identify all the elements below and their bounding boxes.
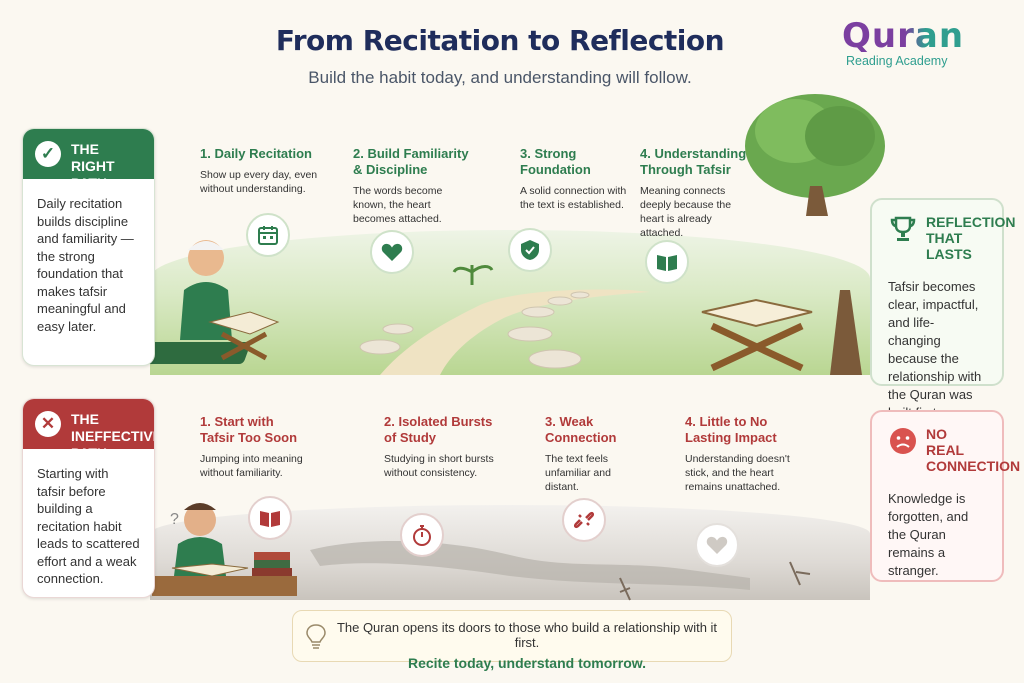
right-step-1-desc: Show up every day, even without understa… bbox=[200, 169, 318, 195]
wrong-step-3: 3. Weak Connection The text feels unfami… bbox=[545, 414, 645, 494]
right-path-description: Daily recitation builds discipline and f… bbox=[37, 196, 134, 334]
reading-boy-illustration bbox=[140, 240, 280, 364]
wrong-step-3-desc: The text feels unfamiliar and distant. bbox=[545, 453, 611, 493]
ineffective-path-description: Starting with tafsir before building a r… bbox=[37, 466, 140, 586]
right-step-3-desc: A solid connection with the text is esta… bbox=[520, 185, 627, 211]
reflection-outcome-text: REFLECTION THAT LASTS bbox=[926, 214, 1016, 262]
reflection-outcome-card: REFLECTION THAT LASTS Tafsir becomes cle… bbox=[870, 198, 1015, 420]
right-step-1-title: 1. Daily Recitation bbox=[200, 146, 312, 161]
footer-message: The Quran opens its doors to those who b… bbox=[336, 620, 718, 650]
wrong-step-4: 4. Little to No Lasting Impact Understan… bbox=[685, 414, 795, 494]
checkmark-icon: ✓ bbox=[35, 141, 61, 167]
shield-icon bbox=[508, 228, 552, 272]
book-icon bbox=[248, 496, 292, 540]
faded-heart-icon bbox=[695, 523, 739, 567]
broken-link-icon bbox=[562, 498, 606, 542]
ineffective-path-header: ✕ THE INEFFECTIVE PATH bbox=[23, 399, 154, 461]
right-step-4: 4. Understanding Through Tafsir Meaning … bbox=[640, 146, 750, 240]
svg-text:?: ? bbox=[170, 511, 179, 528]
wrong-step-1-desc: Jumping into meaning without familiarity… bbox=[200, 453, 303, 479]
wrong-step-1-title: 1. Start with Tafsir Too Soon bbox=[200, 414, 298, 445]
right-step-4-desc: Meaning connects deeply because the hear… bbox=[640, 185, 732, 239]
right-path-header: ✓ THE RIGHT PATH bbox=[23, 129, 154, 191]
footer-banner: The Quran opens its doors to those who b… bbox=[292, 610, 732, 671]
no-connection-outcome-text: NO REAL CONNECTION bbox=[926, 426, 1021, 474]
footer-tagline: Recite today, understand tomorrow. bbox=[407, 655, 647, 671]
reflection-outcome-title: REFLECTION THAT LASTS bbox=[888, 214, 1015, 262]
logo: Quran Reading Academy bbox=[842, 18, 982, 68]
right-step-2-desc: The words become known, the heart become… bbox=[353, 185, 443, 225]
wrong-step-4-title: 4. Little to No Lasting Impact bbox=[685, 414, 777, 445]
no-connection-outcome-title: NO REAL CONNECTION bbox=[888, 426, 1020, 474]
confused-boy-illustration: ? bbox=[152, 503, 297, 596]
right-path-card: ✓ THE RIGHT PATH Daily recitation builds… bbox=[22, 128, 155, 366]
heart-icon bbox=[370, 230, 414, 274]
wrong-step-4-desc: Understanding doesn't stick, and the hea… bbox=[685, 453, 790, 493]
right-step-1: 1. Daily Recitation Show up every day, e… bbox=[200, 146, 320, 196]
right-path-illustration bbox=[359, 265, 862, 375]
right-path-label: THE RIGHT PATH bbox=[71, 141, 115, 191]
quran-stand-illustration bbox=[701, 298, 813, 372]
lightbulb-icon bbox=[306, 624, 326, 649]
page-subtitle: Build the habit today, and understanding… bbox=[308, 68, 692, 87]
right-step-3: 3. Strong Foundation A solid connection … bbox=[520, 146, 630, 212]
no-connection-outcome-body: Knowledge is forgotten, and the Quran re… bbox=[888, 491, 969, 578]
wrong-step-2-desc: Studying in short bursts without consist… bbox=[384, 453, 494, 479]
wrong-step-2-title: 2. Isolated Bursts of Study bbox=[384, 414, 493, 445]
book-icon bbox=[645, 240, 689, 284]
wrong-step-3-title: 3. Weak Connection bbox=[545, 414, 617, 445]
ineffective-path-label: THE INEFFECTIVE PATH bbox=[71, 411, 155, 461]
reflection-outcome-body: Tafsir becomes clear, impactful, and lif… bbox=[888, 279, 982, 420]
no-connection-outcome-card: NO REAL CONNECTION Knowledge is forgotte… bbox=[870, 410, 1020, 582]
right-step-3-title: 3. Strong Foundation bbox=[520, 146, 591, 177]
ineffective-path-card: ✕ THE INEFFECTIVE PATH Starting with taf… bbox=[22, 398, 155, 598]
wrong-step-1: 1. Start with Tafsir Too Soon Jumping in… bbox=[200, 414, 310, 480]
cross-icon: ✕ bbox=[35, 411, 61, 437]
stopwatch-icon bbox=[400, 513, 444, 557]
wrong-step-2: 2. Isolated Bursts of Study Studying in … bbox=[384, 414, 494, 480]
sad-face-icon bbox=[890, 428, 916, 454]
right-step-2-title: 2. Build Familiarity & Discipline bbox=[353, 146, 469, 177]
trophy-icon bbox=[890, 216, 916, 241]
logo-wordmark: Quran bbox=[842, 18, 982, 54]
right-step-4-title: 4. Understanding Through Tafsir bbox=[640, 146, 747, 177]
right-step-2: 2. Build Familiarity & Discipline The wo… bbox=[353, 146, 473, 226]
logo-subtitle: Reading Academy bbox=[846, 54, 948, 68]
tree-icon bbox=[745, 94, 885, 216]
page-title: From Recitation to Reflection bbox=[275, 24, 725, 57]
calendar-icon bbox=[246, 213, 290, 257]
